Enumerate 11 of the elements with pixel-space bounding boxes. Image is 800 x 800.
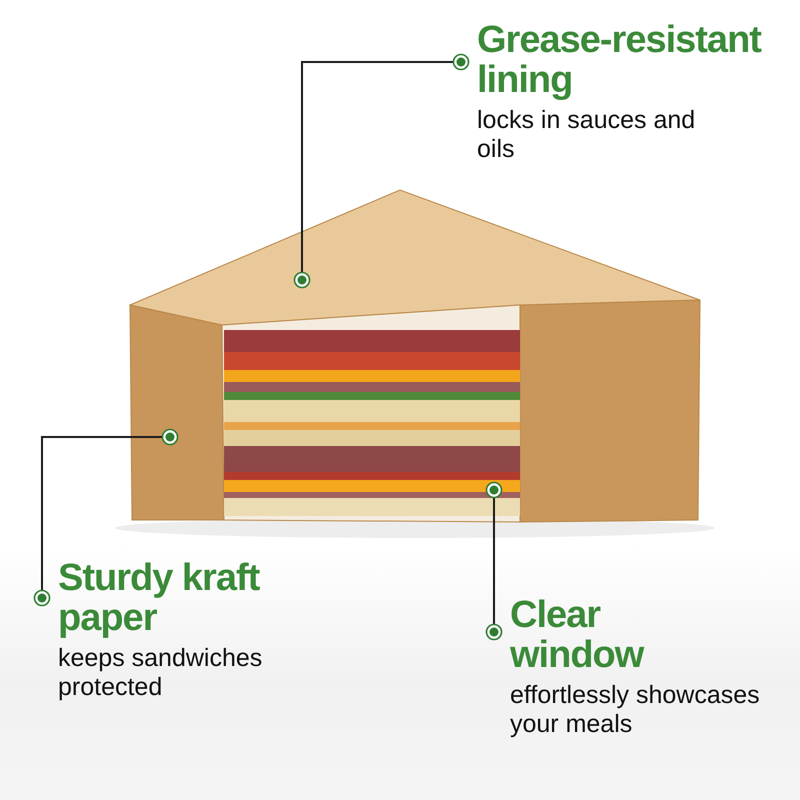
callout-text: effortlessly showcases your meals (510, 681, 761, 739)
box-side-panel (130, 304, 224, 520)
callout-text: keeps sandwiches protected (58, 644, 264, 702)
callout-heading: Clear window (510, 595, 645, 675)
box-lid (128, 189, 700, 326)
leader-line (34, 428, 178, 606)
callout-heading: Sturdy kraft paper (58, 558, 261, 638)
leader-line (486, 482, 502, 640)
callout-text: locks in sauces and oils (477, 106, 696, 164)
callout-heading: Grease-resistant lining (477, 20, 762, 100)
leader-line (294, 54, 470, 288)
